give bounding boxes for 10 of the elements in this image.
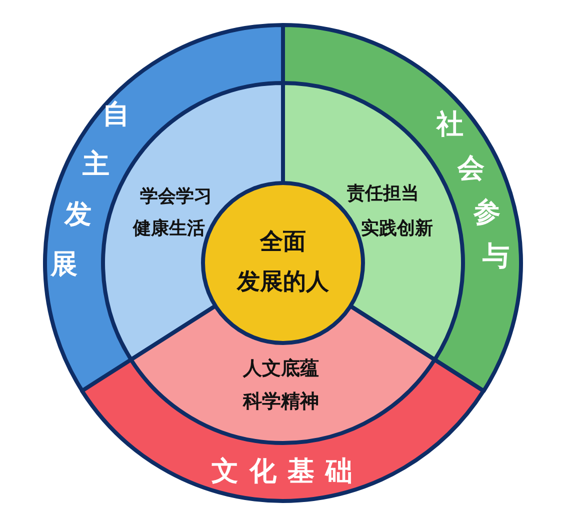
sector-label: 实践创新 [361,218,433,240]
sector-label: 责任担当 [347,183,419,205]
sector-label: 科学精神 [242,390,319,414]
sector-label: 学会学习 [140,186,212,208]
segment-title: 文化基础 [210,456,364,488]
sector-label: 人文底蕴 [242,358,319,380]
segment-title: 自主发展 [50,98,130,282]
segment-title: 社会参与 [436,108,510,274]
sector-label: 健康生活 [133,218,205,240]
center-label: 全面发展的人 [236,228,330,297]
